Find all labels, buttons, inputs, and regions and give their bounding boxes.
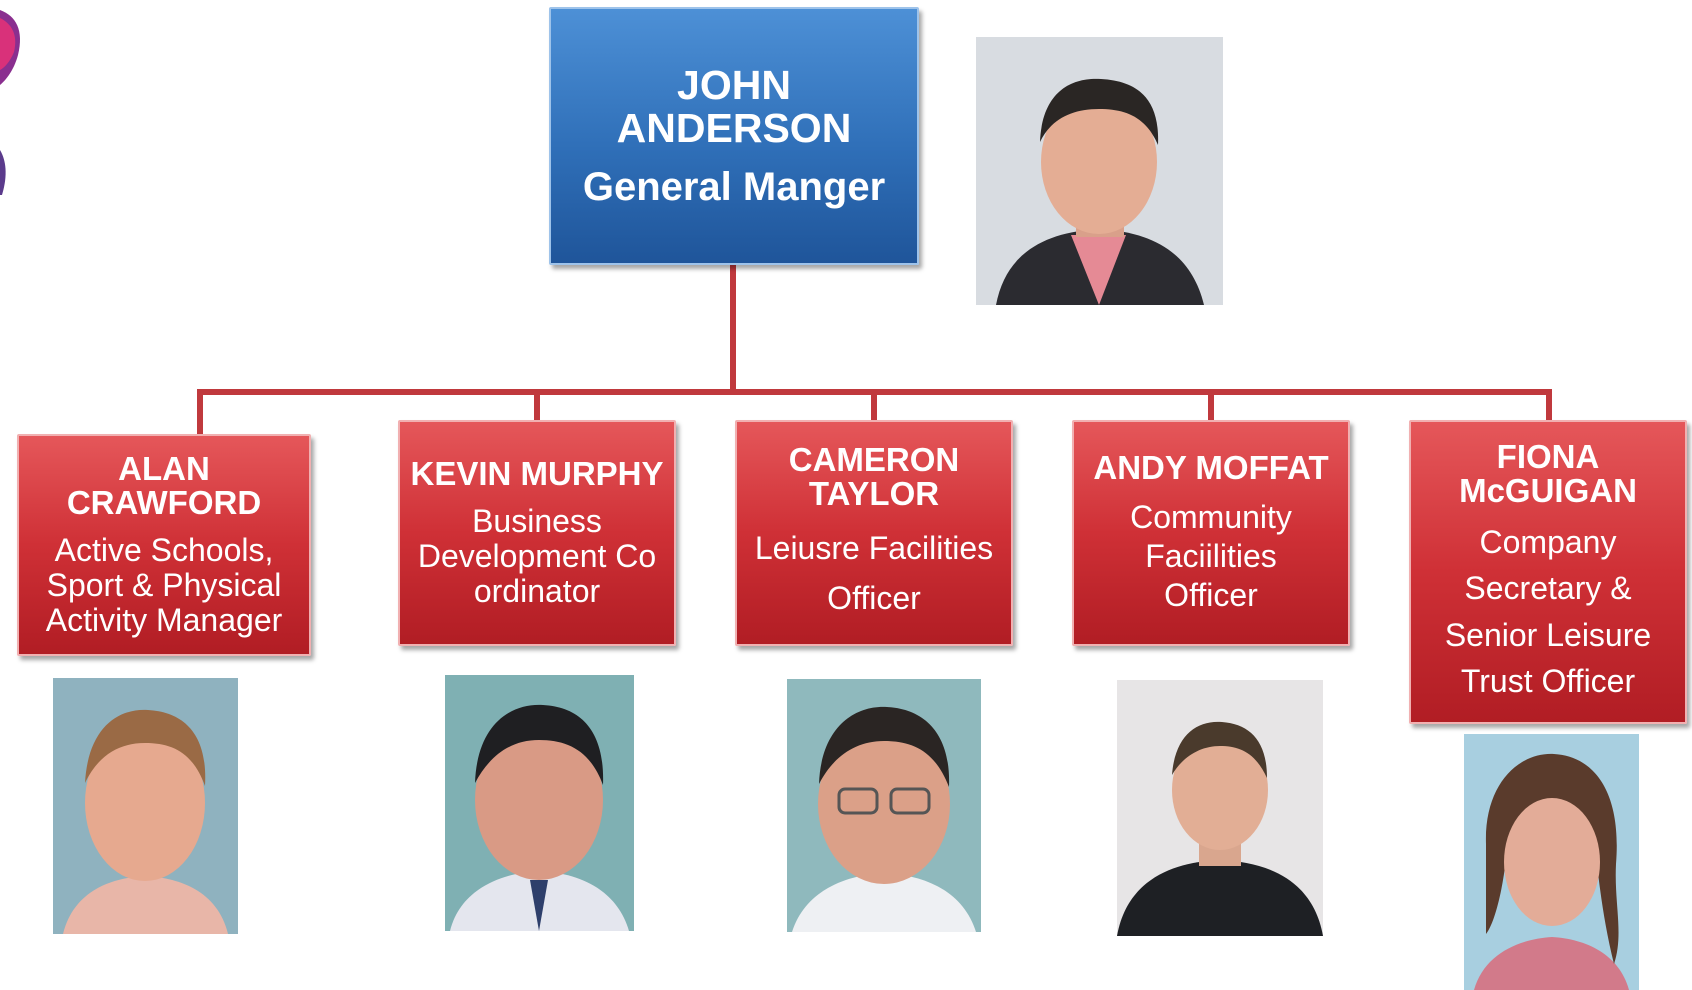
- staff-photo-5: [1464, 734, 1639, 990]
- staff-name: KEVIN MURPHY: [410, 454, 664, 492]
- staff-photo-4: [1117, 680, 1323, 936]
- manager-box: JOHN ANDERSON General Manger: [549, 7, 919, 265]
- manager-title: General Manger: [582, 165, 886, 210]
- staff-box-5: FIONA McGUIGAN Company Secretary & Senio…: [1409, 420, 1687, 724]
- staff-box-2: KEVIN MURPHY Business Development Co ord…: [398, 420, 676, 646]
- staff-name: CAMERON TAYLOR: [788, 440, 960, 513]
- staff-role: Business Development Co ordinator: [417, 502, 657, 609]
- staff-box-1: ALAN CRAWFORD Active Schools, Sport & Ph…: [17, 434, 311, 656]
- logo-fragment: [0, 10, 20, 195]
- staff-role: Leiusre Facilities Officer: [754, 530, 994, 616]
- staff-box-3: CAMERON TAYLOR Leiusre Facilities Office…: [735, 420, 1013, 646]
- staff-photo-3: [787, 679, 981, 932]
- staff-name: ANDY MOFFAT: [1093, 449, 1329, 487]
- staff-photo-2: [445, 675, 634, 931]
- staff-role: Active Schools, Sport & Physical Activit…: [45, 531, 283, 639]
- staff-role: Company Secretary & Senior Leisure Trust…: [1444, 523, 1652, 700]
- staff-name: FIONA McGUIGAN: [1459, 437, 1637, 510]
- staff-photo-1: [53, 678, 238, 934]
- staff-role: Community Faciilities Officer: [1130, 498, 1292, 613]
- manager-photo: [976, 37, 1223, 305]
- staff-name: ALAN CRAWFORD: [66, 449, 262, 522]
- manager-name: JOHN ANDERSON: [616, 61, 852, 151]
- staff-box-4: ANDY MOFFAT Community Faciilities Office…: [1072, 420, 1350, 646]
